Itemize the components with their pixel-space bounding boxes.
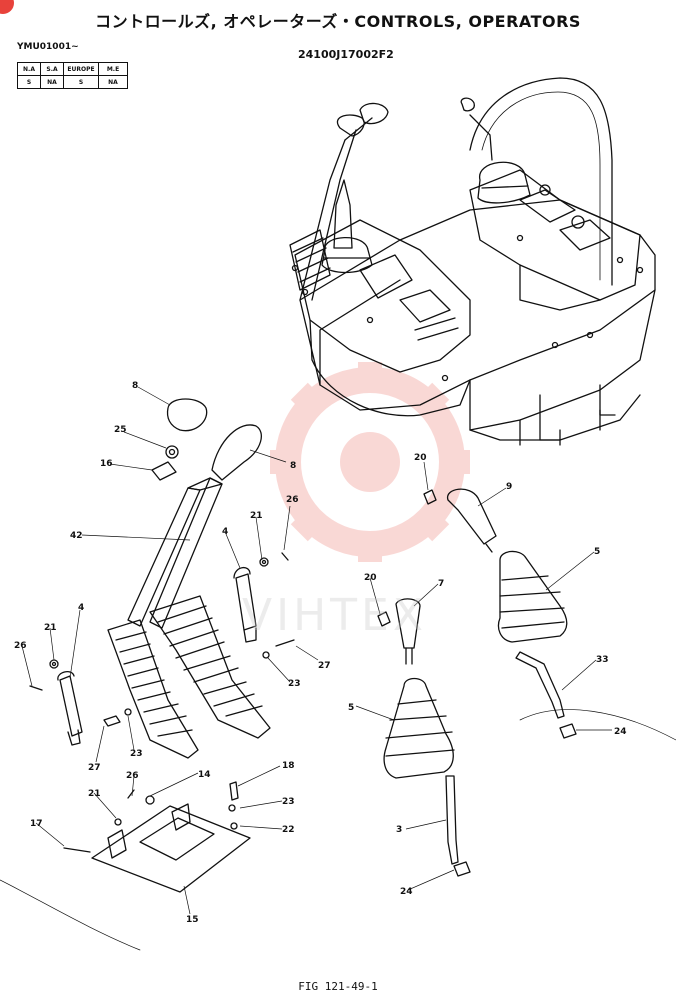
- callout-20: 20: [364, 573, 377, 583]
- callout-labels: 8 25 16 8 42 4 21 26 20 9 5 4 21 26 27 2…: [14, 381, 627, 925]
- travel-pedal-assembly: [29, 398, 295, 759]
- callout-3: 3: [396, 825, 402, 835]
- watermark-gear-tooth: [358, 362, 382, 390]
- callout-8: 8: [132, 381, 138, 391]
- floor-plate-assembly: [0, 781, 251, 951]
- callout-14: 14: [198, 770, 211, 780]
- callout-42: 42: [70, 531, 83, 541]
- leader-lines: [21, 386, 612, 915]
- callout-20: 20: [414, 453, 427, 463]
- callout-5: 5: [594, 547, 600, 557]
- callout-4: 4: [78, 603, 84, 613]
- watermark-gear-tooth: [412, 382, 450, 420]
- watermark-gear-icon: [270, 362, 470, 562]
- callout-22: 22: [282, 825, 295, 835]
- watermark-gear-tooth: [412, 504, 450, 542]
- callout-24: 24: [400, 887, 413, 897]
- callout-8: 8: [290, 461, 296, 471]
- callout-26: 26: [14, 641, 27, 651]
- callout-16: 16: [100, 459, 113, 469]
- region-value: S: [63, 75, 99, 89]
- callout-17: 17: [30, 819, 43, 829]
- watermark-gear-tooth: [270, 450, 298, 474]
- callout-21: 21: [44, 623, 57, 633]
- watermark-gear-tooth: [290, 504, 328, 542]
- callout-24: 24: [614, 727, 627, 737]
- watermark-text: VIHTEX: [242, 590, 427, 641]
- callout-27: 27: [318, 661, 331, 671]
- callout-23: 23: [130, 749, 143, 759]
- watermark-gear-tooth: [290, 382, 328, 420]
- callout-18: 18: [282, 761, 295, 771]
- callout-33: 33: [596, 655, 609, 665]
- callout-23: 23: [282, 797, 295, 807]
- watermark-gear-tooth: [442, 450, 470, 474]
- callout-9: 9: [506, 482, 512, 492]
- callout-7: 7: [438, 579, 444, 589]
- region-value: NA: [40, 75, 64, 89]
- availability-table: N.A S.A EUROPE M.E S NA S NA: [17, 62, 128, 89]
- callout-21: 21: [250, 511, 263, 521]
- callout-26: 26: [126, 771, 139, 781]
- callout-26: 26: [286, 495, 299, 505]
- callout-21: 21: [88, 789, 101, 799]
- corner-badge: [0, 0, 14, 14]
- region-value: S: [17, 75, 41, 89]
- callout-15: 15: [186, 915, 199, 925]
- callout-25: 25: [114, 425, 127, 435]
- callout-23: 23: [288, 679, 301, 689]
- callout-5: 5: [348, 703, 354, 713]
- watermark-gear-tooth: [358, 534, 382, 562]
- figure-number: FIG 121-49-1: [298, 980, 378, 993]
- serial-range: YMU01001~: [17, 42, 79, 52]
- seat-console-assembly: [289, 77, 656, 446]
- callout-4: 4: [222, 527, 228, 537]
- joystick-parts: [377, 488, 676, 877]
- callout-27: 27: [88, 763, 101, 773]
- region-value: NA: [98, 75, 128, 89]
- page-title: コントロールズ, オペレーターズ・CONTROLS, OPERATORS: [95, 12, 581, 31]
- part-code: 24100J17002F2: [298, 48, 394, 61]
